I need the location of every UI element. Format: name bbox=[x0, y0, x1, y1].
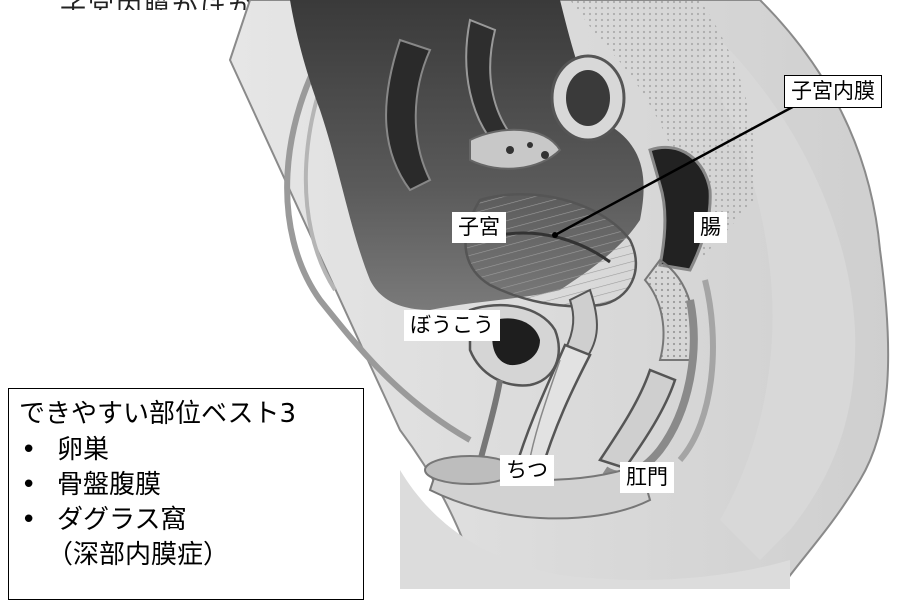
bullet-icon: • bbox=[21, 433, 36, 468]
label-uterus: 子宮 bbox=[452, 212, 506, 243]
common-site-item: •卵巣 bbox=[19, 433, 353, 468]
label-endometrium: 子宮内膜 bbox=[784, 75, 882, 108]
common-sites-title: できやすい部位ベスト3 bbox=[19, 397, 353, 431]
common-sites-box: できやすい部位ベスト3 •卵巣 •骨盤腹膜 •ダグラス窩 （深部内膜症） bbox=[8, 388, 364, 600]
bullet-icon: • bbox=[21, 468, 36, 503]
common-site-item: •骨盤腹膜 bbox=[19, 468, 353, 503]
label-anus: 肛門 bbox=[620, 462, 674, 493]
label-vagina: ちつ bbox=[500, 455, 554, 486]
common-sites-list: •卵巣 •骨盤腹膜 •ダグラス窩 bbox=[19, 433, 353, 538]
common-site-item: •ダグラス窩 bbox=[19, 503, 353, 538]
bullet-icon: • bbox=[21, 503, 36, 538]
label-bladder: ぼうこう bbox=[404, 310, 500, 341]
label-intestine: 腸 bbox=[694, 212, 727, 243]
deep-endometriosis-note: （深部内膜症） bbox=[19, 538, 353, 572]
